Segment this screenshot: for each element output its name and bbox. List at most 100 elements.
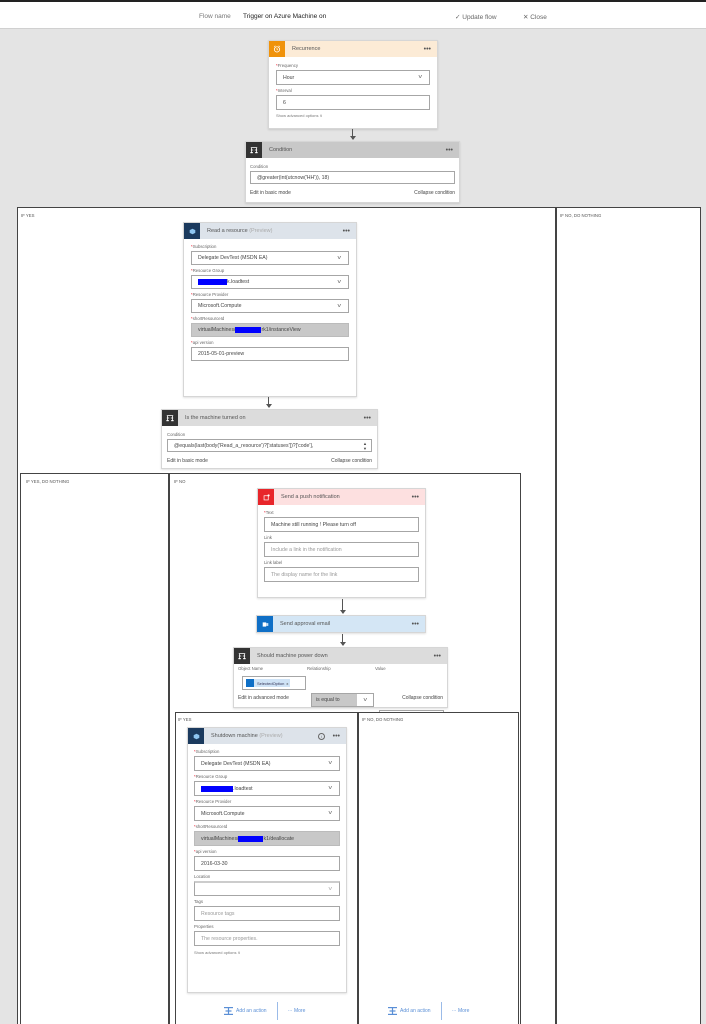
scroll-spinner-icon[interactable]: ▲▼ <box>363 441 367 451</box>
shutdown-machine-title: Shutdown machine (Preview) <box>211 733 283 739</box>
connector-arrow <box>339 599 346 614</box>
push-notification-header[interactable]: Send a push notification ••• <box>258 489 425 505</box>
more-options-icon[interactable]: ••• <box>445 146 453 154</box>
branch-divider <box>168 474 170 1024</box>
read-resource-title: Read a resource (Preview) <box>207 228 273 234</box>
short-resource-id-input[interactable]: virtualMachines/k1/deallocate <box>194 831 340 846</box>
api-version-label: *api version <box>191 340 214 345</box>
location-label: Location <box>194 874 211 879</box>
close-button[interactable]: ✕ Close <box>523 14 547 21</box>
chevron-down-icon: v <box>328 785 332 791</box>
subscription-select[interactable]: Delegate DevTest (MSDN EA) v <box>194 756 340 771</box>
condition-title: Condition <box>269 147 293 153</box>
api-version-label: *api version <box>194 849 217 854</box>
condition-expression-input[interactable]: @equals(last(body('Read_a_resource')?['s… <box>167 439 372 452</box>
read-resource-card: Read a resource (Preview) ••• *Subscript… <box>183 222 357 397</box>
text-input[interactable]: Machine still running ! Please turn off <box>264 517 419 532</box>
redacted-block <box>198 279 227 285</box>
resource-provider-select[interactable]: Microsoft.Compute v <box>194 806 340 821</box>
condition-label: Condition <box>250 164 269 169</box>
chevron-down-icon: v <box>363 697 367 703</box>
properties-input[interactable]: The resource properties. <box>194 931 340 946</box>
more-button[interactable]: ··· More <box>451 1008 470 1014</box>
power-down-condition-header[interactable]: Should machine power down ••• <box>234 648 447 664</box>
machine-on-condition-header[interactable]: Is the machine turned on ••• <box>162 410 377 426</box>
flow-name-label: Flow name <box>199 13 231 20</box>
dropdown-button[interactable]: v <box>357 694 373 706</box>
collapse-condition-link[interactable]: Collapse condition <box>402 695 443 701</box>
text-label: *Text <box>264 510 274 515</box>
api-version-input[interactable]: 2015-05-01-preview <box>191 347 349 361</box>
recurrence-header[interactable]: Recurrence ••• <box>269 41 437 57</box>
edit-in-basic-mode-link[interactable]: Edit in basic mode <box>167 458 208 464</box>
resource-group-select[interactable]: .loadtest v <box>194 781 340 796</box>
relationship-select[interactable]: is equal to v <box>311 693 374 707</box>
send-approval-email-title: Send approval email <box>280 621 331 627</box>
recurrence-card: Recurrence ••• *Frequency Hour v *Interv… <box>268 40 438 129</box>
resource-provider-value: Microsoft.Compute <box>198 303 242 309</box>
send-approval-email-card[interactable]: Send approval email ••• <box>256 615 426 633</box>
shutdown-machine-header[interactable]: Shutdown machine (Preview) i ••• <box>188 728 346 744</box>
connector-arrow <box>349 129 356 140</box>
more-options-icon[interactable]: ••• <box>363 414 371 422</box>
more-options-icon[interactable]: ••• <box>433 652 441 660</box>
more-options-icon[interactable]: ••• <box>342 227 350 235</box>
properties-placeholder: The resource properties. <box>201 935 258 942</box>
interval-label: *Interval <box>276 88 292 93</box>
more-options-icon[interactable]: ••• <box>411 620 419 628</box>
add-action-icon <box>224 1007 233 1015</box>
api-version-input[interactable]: 2016-03-30 <box>194 856 340 871</box>
if-yes-do-nothing-label: IF YES, DO NOTHING <box>26 479 70 484</box>
resource-group-label: *Resource Group <box>191 268 225 273</box>
condition-expression: @greater(int(utcnow('HH')), 18) <box>257 174 330 181</box>
remove-token-icon[interactable]: x <box>286 680 289 686</box>
redacted-block <box>235 327 262 333</box>
link-label-input[interactable]: The display name for the link <box>264 567 419 582</box>
subscription-value: Delegate DevTest (MSDN EA) <box>201 760 271 767</box>
condition-icon <box>162 410 178 426</box>
resource-provider-select[interactable]: Microsoft.Compute v <box>191 299 349 313</box>
show-advanced-options-link[interactable]: Show advanced options ∨ <box>276 113 323 118</box>
branch-divider <box>357 713 359 1024</box>
push-notification-card: Send a push notification ••• *Text Machi… <box>257 488 426 598</box>
frequency-select[interactable]: Hour v <box>276 70 430 85</box>
resource-provider-value: Microsoft.Compute <box>201 810 245 817</box>
edit-in-basic-mode-link[interactable]: Edit in basic mode <box>250 190 291 196</box>
condition-label: Condition <box>167 432 186 437</box>
read-resource-header[interactable]: Read a resource (Preview) ••• <box>184 223 356 239</box>
selected-option-token[interactable]: SelectedOption x <box>246 679 291 687</box>
resource-group-select[interactable]: k.loadtest v <box>191 275 349 289</box>
more-options-icon[interactable]: ••• <box>411 493 419 501</box>
update-flow-button[interactable]: ✓ Update flow <box>455 14 497 21</box>
add-action-button[interactable]: Add an action <box>388 1007 431 1015</box>
no-branch-actions: Add an action ··· More <box>388 1002 469 1020</box>
short-resource-id-suffix: rk1/instanceView <box>261 327 301 333</box>
more-options-icon[interactable]: ••• <box>332 732 340 740</box>
short-resource-id-prefix: virtualMachines/ <box>201 835 239 842</box>
object-name-input[interactable]: SelectedOption x <box>242 676 306 690</box>
more-options-icon[interactable]: ••• <box>423 45 431 53</box>
tags-input[interactable]: Resource tags <box>194 906 340 921</box>
link-placeholder: Include a link in the notification <box>271 546 342 553</box>
location-select[interactable]: v <box>194 881 340 896</box>
send-approval-email-header[interactable]: Send approval email ••• <box>257 616 425 632</box>
subscription-select[interactable]: Delegate DevTest (MSDN EA) v <box>191 251 349 265</box>
show-advanced-options-link[interactable]: Show advanced options ∨ <box>194 950 241 955</box>
collapse-condition-link[interactable]: Collapse condition <box>331 458 372 464</box>
edit-in-advanced-mode-link[interactable]: Edit in advanced mode <box>238 695 289 701</box>
frequency-label: *Frequency <box>276 63 298 68</box>
link-input[interactable]: Include a link in the notification <box>264 542 419 557</box>
flow-name-input[interactable]: Trigger on Azure Machine on <box>243 13 327 20</box>
yes-branch-actions: Add an action ··· More <box>224 1002 305 1020</box>
condition-header[interactable]: Condition ••• <box>246 142 459 158</box>
interval-input[interactable]: 6 <box>276 95 430 110</box>
outlook-icon <box>246 679 254 687</box>
power-down-condition-card: Should machine power down ••• Object Nam… <box>233 647 448 724</box>
condition-card: Condition ••• Condition @greater(int(utc… <box>245 141 460 203</box>
more-button[interactable]: ··· More <box>287 1008 306 1014</box>
collapse-condition-link[interactable]: Collapse condition <box>414 190 455 196</box>
condition-expression-input[interactable]: @greater(int(utcnow('HH')), 18) <box>250 171 455 184</box>
add-action-button[interactable]: Add an action <box>224 1007 267 1015</box>
info-icon[interactable]: i <box>317 732 325 740</box>
short-resource-id-input[interactable]: virtualMachines/rk1/instanceView <box>191 323 349 337</box>
